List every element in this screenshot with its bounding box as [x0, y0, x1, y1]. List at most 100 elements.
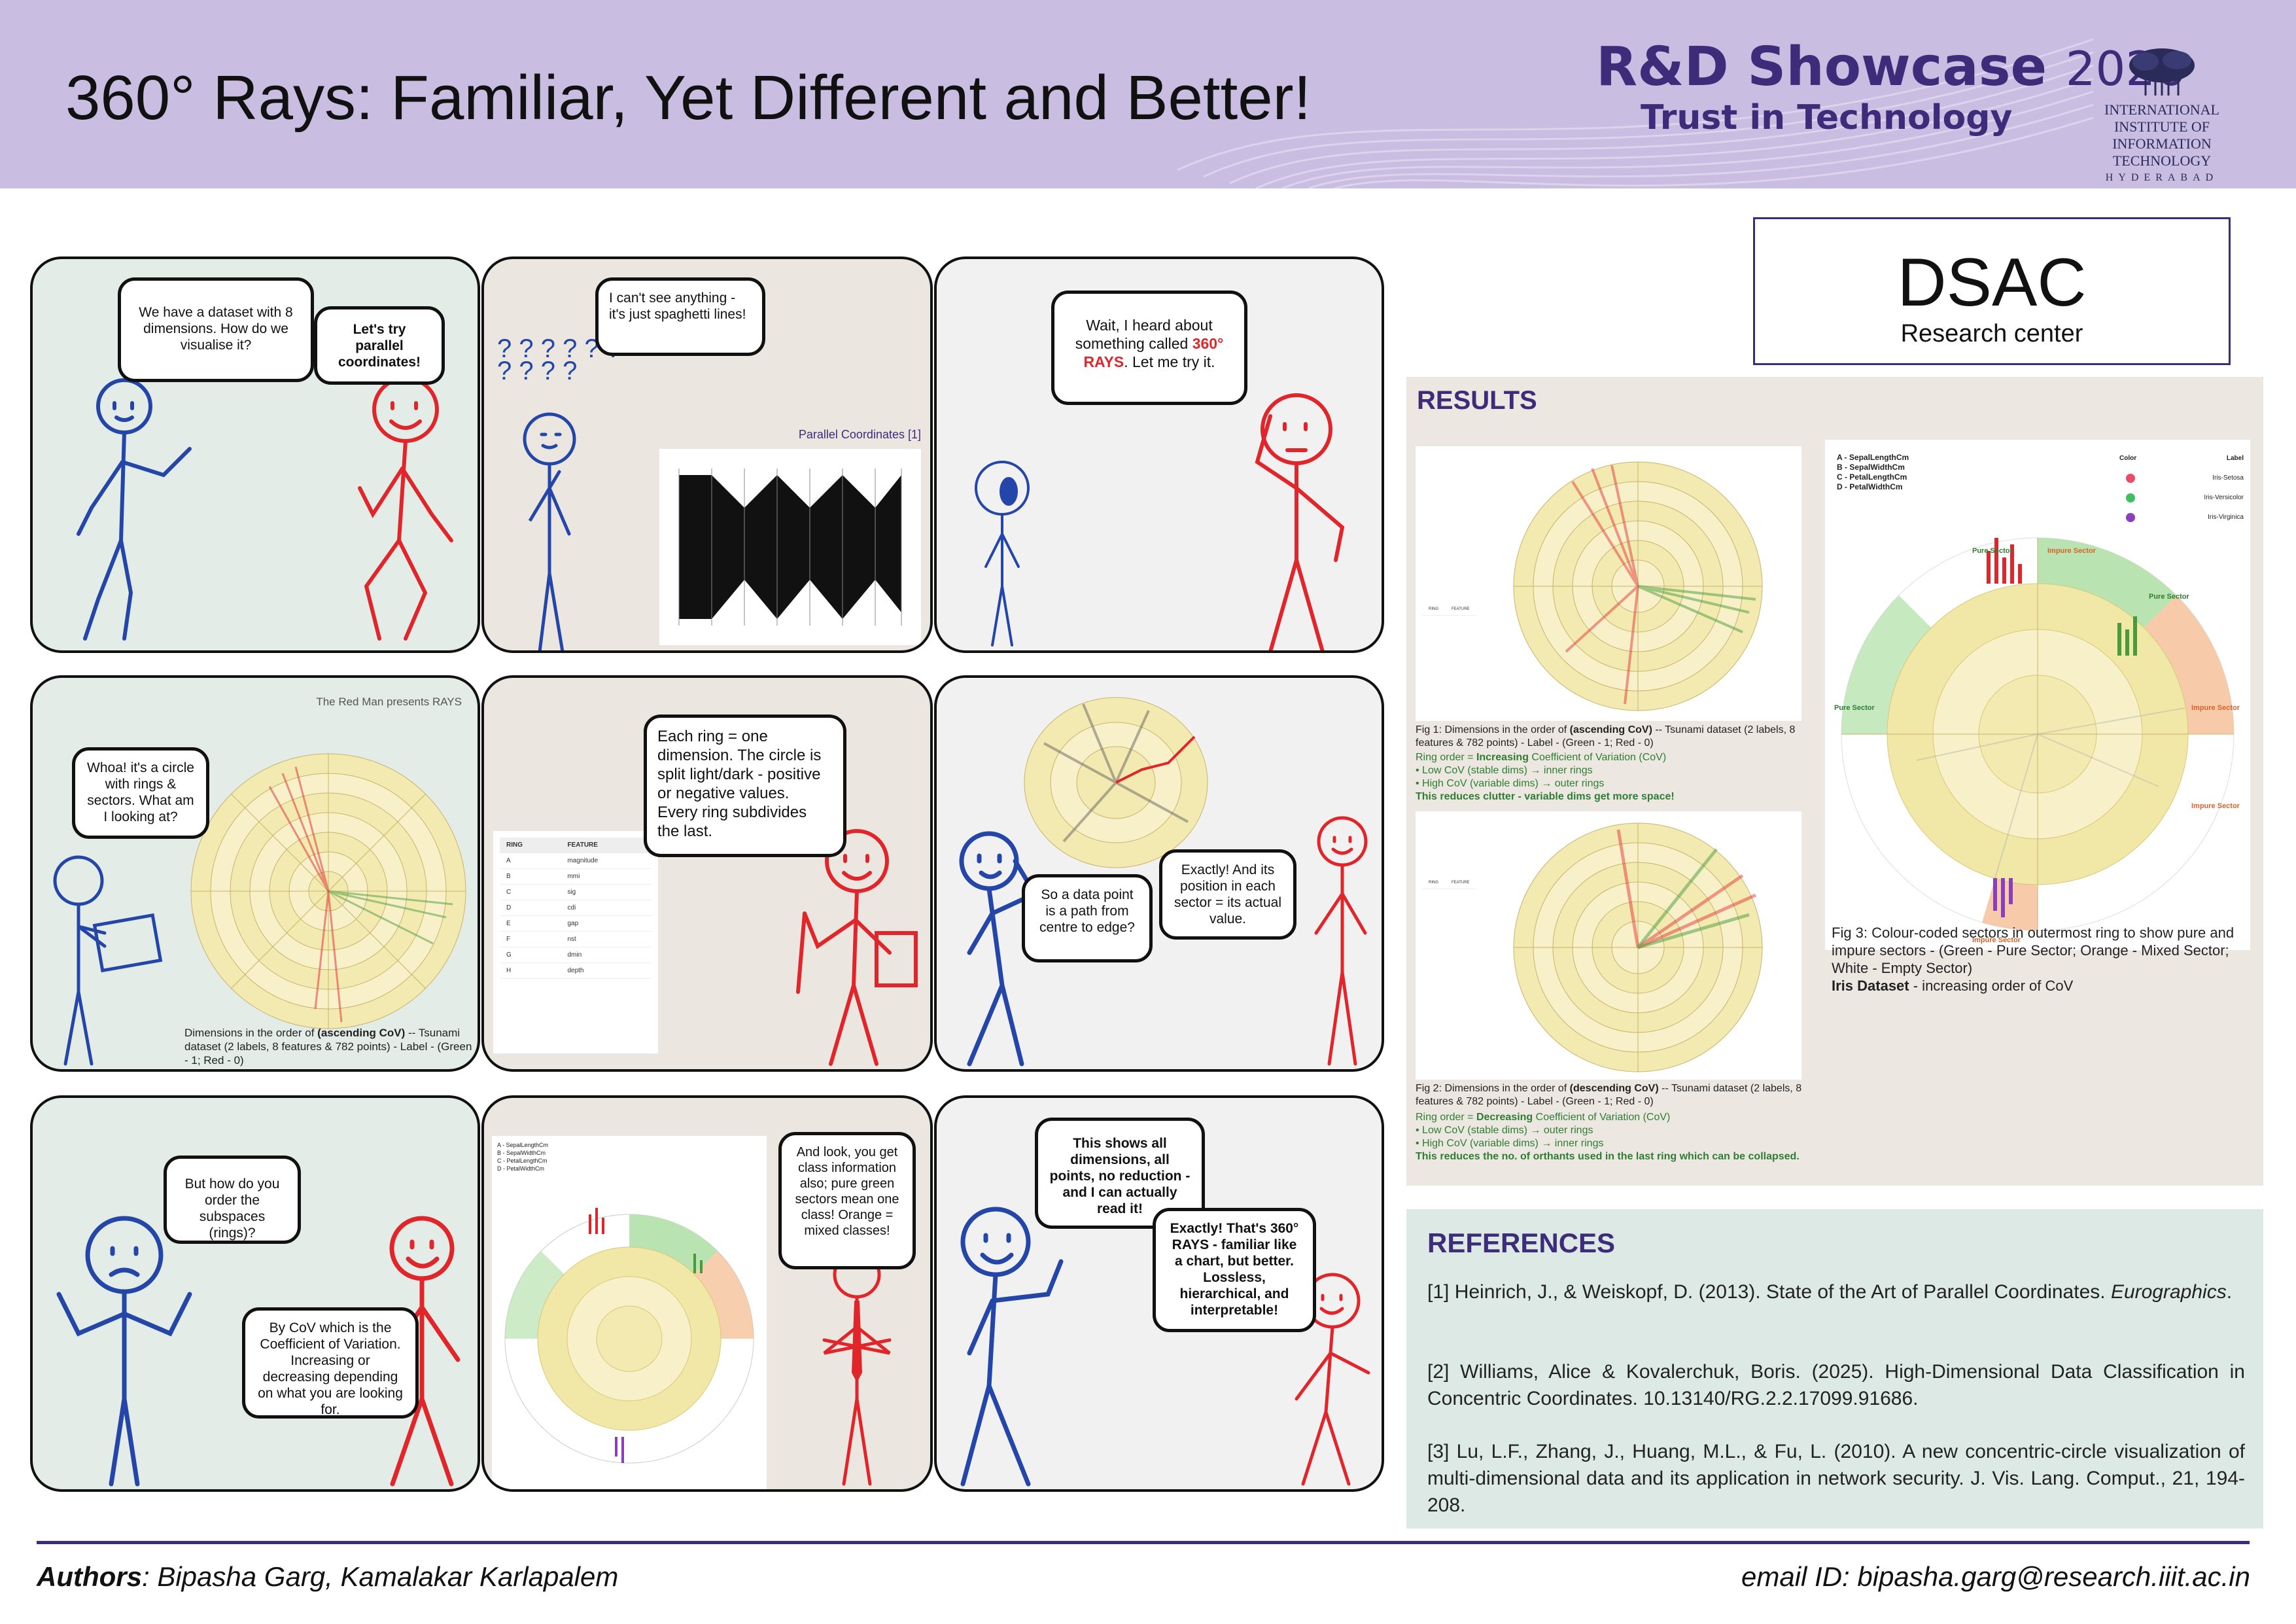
table-cell: H [500, 962, 561, 979]
table-cell: B [500, 868, 561, 885]
table-cell: E [500, 915, 561, 932]
figure-3-caption: Fig 3: Colour-coded sectors in outermost… [1832, 924, 2250, 995]
speech-bubble-blue: We have a dataset with 8 dimensions. How… [118, 277, 314, 382]
figure-1-caption-end: -- Tsunami dataset (2 labels, 8 features… [1416, 724, 1796, 749]
shocked-stick-figure [975, 461, 1030, 646]
legend-label: Iris-Virginica [2208, 514, 2244, 521]
reference-1-end: . [2226, 1281, 2233, 1303]
institute-logo: INTERNATIONAL INSTITUTE OF INFORMATION T… [2067, 46, 2257, 184]
sector-label-pure-left: Pure Sector [1834, 704, 1875, 712]
legend-swatch-red [2126, 474, 2135, 483]
comic-panel-7: But how do you order the subspaces (ring… [30, 1095, 480, 1492]
institute-city: HYDERABAD [2105, 172, 2219, 183]
panel-4-caption-order: (ascending CoV) [317, 1027, 406, 1039]
figure-2-note-line: • Low CoV (stable dims) → outer rings [1416, 1125, 1593, 1136]
feature-column-header: FEATURE [1445, 877, 1476, 889]
panel-4-caption: Dimensions in the order of (ascending Co… [184, 1026, 472, 1067]
figure-1-note-line: • High CoV (variable dims) → outer rings [1416, 778, 1605, 789]
reference-1-venue: Eurographics [2110, 1281, 2227, 1303]
comic-panel-8: A - SepalLengthCm B - SepalWidthCm C - P… [481, 1095, 933, 1492]
authors-label: Authors [37, 1561, 142, 1592]
shrugging-blue-figure [56, 1216, 192, 1487]
figure-2-note-summary: This reduces the no. of orthants used in… [1416, 1151, 1800, 1162]
figure-1-caption-order: (ascending CoV) [1569, 724, 1652, 735]
parallel-coordinates-caption: Parallel Coordinates [1] [798, 428, 921, 441]
table-cell: sig [561, 884, 652, 900]
panel-4-header: The Red Man presents RAYS [316, 696, 462, 708]
authors-line: Authors: Bipasha Garg, Kamalakar Karlapa… [37, 1561, 618, 1593]
comic-panel-2: ? ? ? ? ? ? ? ? ? ? I can't see anything… [481, 256, 933, 653]
sector-label-impure-bottom: Impure Sector [1972, 936, 2021, 944]
figure-2-caption-end: -- Tsunami dataset (2 labels, 8 features… [1416, 1083, 1802, 1107]
table-cell: G [500, 947, 561, 963]
table-cell: D [500, 900, 561, 916]
parallel-coordinates-spaghetti [678, 468, 902, 626]
sector-label-impure-right: Impure Sector [2191, 704, 2240, 712]
dsac-subtitle: Research center [1900, 320, 2083, 347]
speech-bubble-order-question: But how do you order the subspaces (ring… [164, 1156, 301, 1244]
speech-bubble-class-info: And look, you get class information also… [778, 1132, 916, 1269]
footer-divider [37, 1541, 2250, 1544]
rays-circle-path-highlight [1024, 697, 1208, 868]
reference-2: [2] Williams, Alice & Kovalerchuk, Boris… [1427, 1361, 2245, 1409]
institute-name-line2: INFORMATION TECHNOLOGY [2112, 135, 2212, 169]
header-banner: 360° Rays: Familiar, Yet Different and B… [0, 0, 2296, 188]
showcase-name: R&D Showcase [1596, 36, 2047, 98]
comic-panel-3: Wait, I heard about something called 360… [934, 256, 1384, 653]
figure-1-caption-start: Fig 1: Dimensions in the order of [1416, 724, 1570, 735]
figure-1-note-order: Increasing [1476, 752, 1529, 763]
header-wave-decoration [1177, 38, 2094, 188]
legend-key: D - PetalWidthCm [497, 1165, 545, 1172]
figure-3: A - SepalLengthCm B - SepalWidthCm C - P… [1825, 440, 2250, 950]
comic-panel-4: The Red Man presents RAYS Whoa! it's a c… [30, 675, 480, 1072]
legend-key: C - PetalLengthCm [497, 1157, 548, 1164]
speech-bubble-whoa: Whoa! it's a circle with rings & sectors… [72, 747, 209, 839]
legend-key: A - SepalLengthCm [497, 1142, 549, 1148]
comic-panel-6: So a data point is a path from centre to… [934, 675, 1384, 1072]
legend-swatch-green [2126, 493, 2135, 503]
figure-1-caption: Fig 1: Dimensions in the order of (ascen… [1416, 724, 1808, 750]
speech-bubble-red: Let's try parallel coordinates! [314, 306, 445, 385]
iris-rays-figure-small: A - SepalLengthCm B - SepalWidthCm C - P… [492, 1136, 767, 1489]
feature-column-header: FEATURE [561, 838, 652, 853]
figure-3-caption-dataset: Iris Dataset [1832, 978, 1909, 994]
table-cell: magnitude [561, 853, 652, 869]
figure-2-note-start: Ring order = [1416, 1112, 1476, 1123]
table-cell: cdi [561, 900, 652, 916]
legend-key: A - SepalLengthCm [1837, 453, 1909, 462]
table-cell: nst [561, 931, 652, 947]
thumbs-up-red-figure [1314, 816, 1368, 1066]
ring-column-header: RING [1422, 877, 1445, 889]
references-section: REFERENCES [1] Heinrich, J., & Weiskopf,… [1406, 1209, 2263, 1528]
figure-3-caption-text: Fig 3: Colour-coded sectors in outermost… [1832, 925, 2235, 976]
sector-label-impure-top: Impure Sector [2047, 547, 2096, 555]
red-stick-figure [358, 376, 453, 641]
thinking-red-figure [1255, 393, 1345, 650]
figure-2-note: Ring order = Decreasing Coefficient of V… [1416, 1111, 1808, 1163]
legend-label: Iris-Versicolor [2204, 494, 2244, 501]
legend-swatch-purple [2126, 513, 2135, 522]
figure-1-note: Ring order = Increasing Coefficient of V… [1416, 751, 1808, 803]
blue-stick-figure [77, 378, 192, 641]
presenter-red-figure [796, 829, 918, 1066]
reference-1-text: [1] Heinrich, J., & Weiskopf, D. (2013).… [1427, 1281, 2111, 1303]
figure-2-caption-start: Fig 2: Dimensions in the order of [1416, 1083, 1570, 1094]
speech-bubble-confused: I can't see anything - it's just spaghet… [595, 277, 765, 356]
reference-3: [3] Lu, L.F., Zhang, J., Huang, M.L., & … [1427, 1441, 2245, 1516]
table-cell: gap [561, 915, 652, 932]
email-line: email ID: bipasha.garg@research.iiit.ac.… [1741, 1561, 2250, 1592]
figure-2-rays-circle [1513, 822, 1763, 1072]
legend-key: D - PetalWidthCm [1837, 482, 1903, 491]
